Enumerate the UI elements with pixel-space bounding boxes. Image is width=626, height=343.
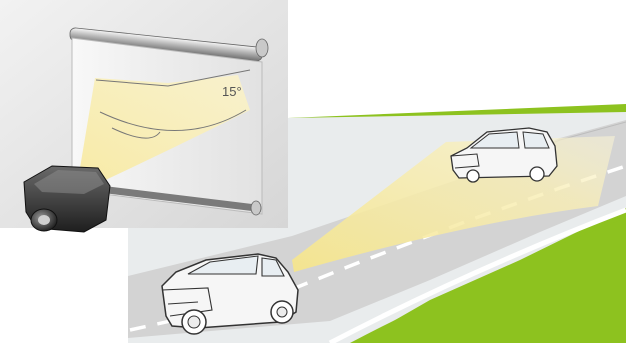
projection-panel: 15° [0, 0, 288, 232]
angle-label: 15° [222, 84, 242, 99]
projector-icon [24, 166, 110, 232]
